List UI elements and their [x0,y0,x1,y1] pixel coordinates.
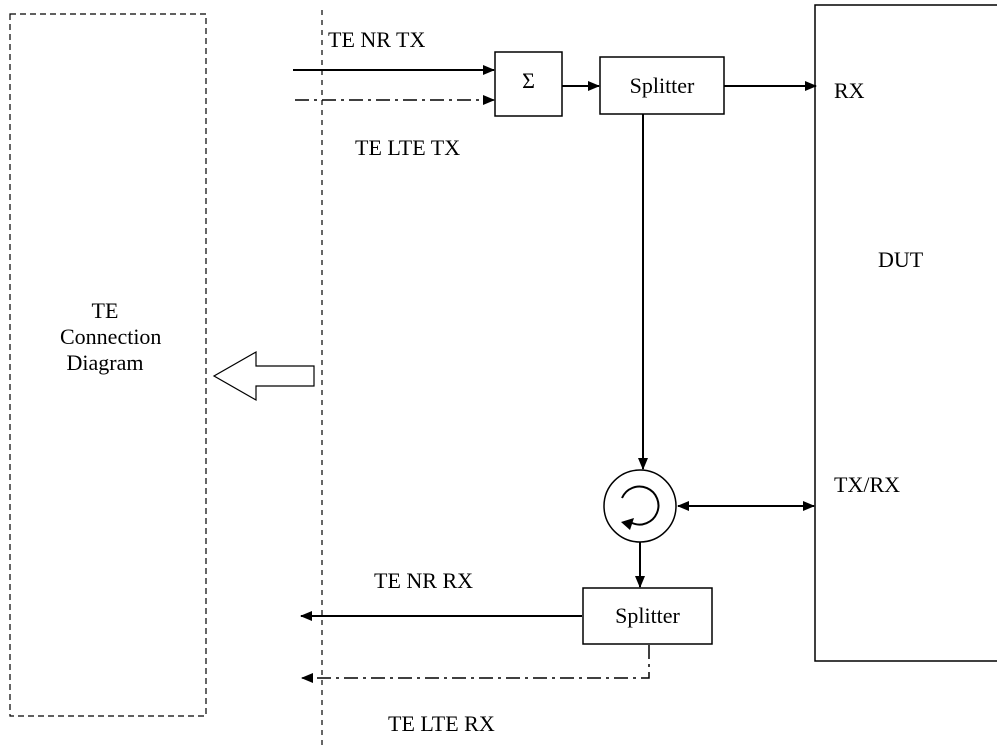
circulator-icon [603,469,677,543]
te-lte-rx-label: TE LTE RX [388,711,495,736]
dut-rx-port-label: RX [834,78,865,103]
dut-label: DUT [878,247,924,272]
splitter-top-label: Splitter [629,73,695,98]
dut-txrx-port-label: TX/RX [834,472,900,497]
hollow-left-arrow-icon [212,350,315,402]
splitter-bottom-box [582,587,713,645]
te-label-line2: Connection [60,324,162,349]
te-label-line1: TE [91,298,119,323]
splitter-bottom-label: Splitter [615,603,680,628]
splitter-top-box [599,56,725,115]
te-label-line3: Diagram [66,350,144,375]
te-nr-rx-label: TE NR RX [374,568,473,593]
te-lte-rx-line [301,645,650,683]
te-block-label: TE Connection Diagram [60,298,162,376]
combiner-box [494,51,563,117]
te-connection-block [9,13,207,717]
te-nr-tx-label: TE NR TX [328,27,426,52]
combiner-symbol: Σ [522,68,535,93]
dut-box [814,4,997,662]
te-lte-tx-label: TE LTE TX [355,135,461,160]
circulator-arrow-icon [621,485,660,526]
